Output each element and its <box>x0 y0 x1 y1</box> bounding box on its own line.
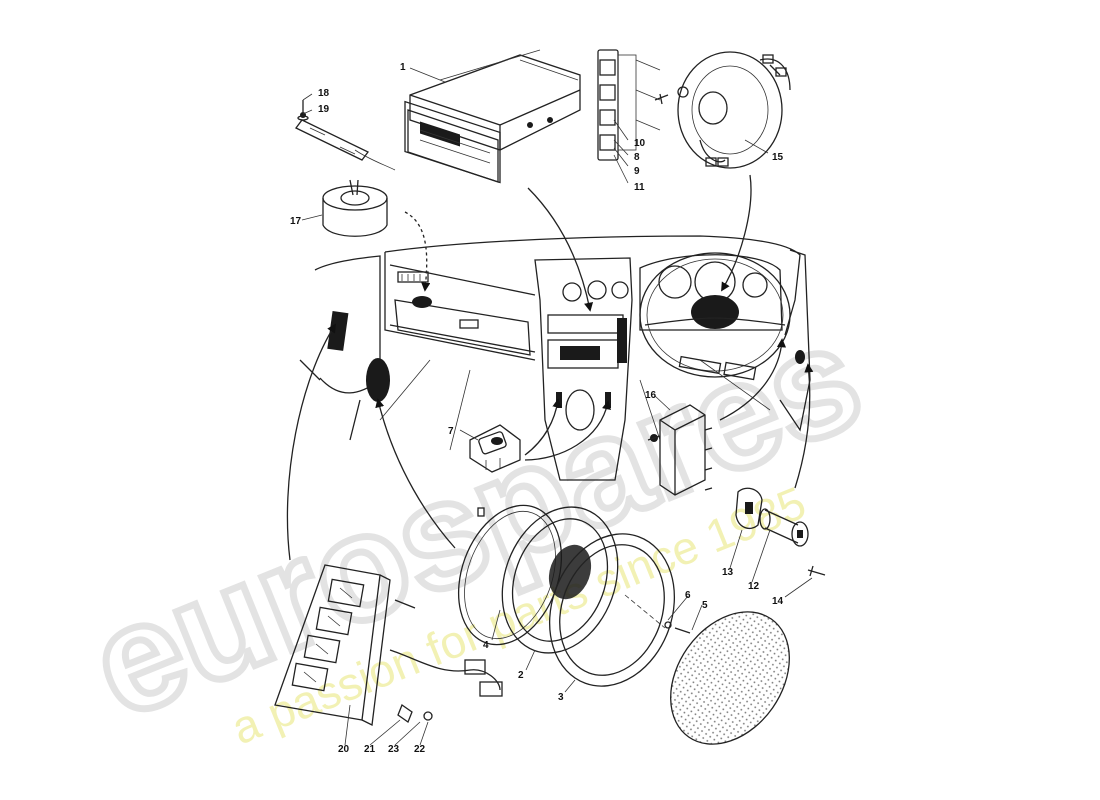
leader-lines <box>301 67 813 746</box>
glovebox <box>394 299 531 356</box>
callout-20: 20 <box>338 744 350 755</box>
callout-6: 6 <box>685 590 691 601</box>
callout-3: 3 <box>558 692 564 703</box>
radio-in-dash <box>547 314 624 334</box>
callout-16: 16 <box>645 390 657 401</box>
part-speaker-grille <box>670 611 790 745</box>
part-microswitch <box>647 404 713 496</box>
part-window-switch <box>469 424 521 473</box>
speaker-trim-ring <box>548 533 676 687</box>
part-radio <box>404 49 581 184</box>
callout-23: 23 <box>388 744 400 755</box>
callout-14: 14 <box>772 596 784 607</box>
connector-arrows <box>286 174 814 561</box>
callout-15: 15 <box>772 152 784 163</box>
callout-9: 9 <box>634 166 640 177</box>
dashboard <box>299 235 811 481</box>
door-speaker-grille-left <box>327 311 349 351</box>
part-speaker-assembly <box>457 504 691 687</box>
instrument-gauges-centre <box>562 280 629 302</box>
part-door-switch <box>735 487 826 577</box>
callout-19: 19 <box>318 104 330 115</box>
callout-8: 8 <box>634 152 640 163</box>
callout-7: 7 <box>448 426 454 437</box>
steering-wheel <box>639 252 791 378</box>
part-switch-panel <box>597 49 661 161</box>
door-courtesy-lamp <box>795 350 805 364</box>
callout-10: 10 <box>634 138 646 149</box>
callout-18: 18 <box>318 88 330 99</box>
callout-labels: 1 2 3 4 5 6 7 8 9 10 11 12 13 14 15 16 1… <box>290 62 784 755</box>
part-siren <box>295 100 396 237</box>
callout-17: 17 <box>290 216 302 227</box>
gear-lever <box>565 389 595 431</box>
callout-1: 1 <box>400 62 406 73</box>
part-clockspring <box>654 51 791 169</box>
callout-21: 21 <box>364 744 376 755</box>
callout-13: 13 <box>722 567 734 578</box>
callout-5: 5 <box>702 600 708 611</box>
part-switch-pack <box>274 564 503 726</box>
callout-11: 11 <box>634 182 645 193</box>
callout-2: 2 <box>518 670 524 681</box>
callout-12: 12 <box>748 581 760 592</box>
kick-panel-speaker <box>366 358 390 402</box>
tachometer <box>658 265 692 299</box>
callout-22: 22 <box>414 744 426 755</box>
callout-4: 4 <box>483 640 489 651</box>
